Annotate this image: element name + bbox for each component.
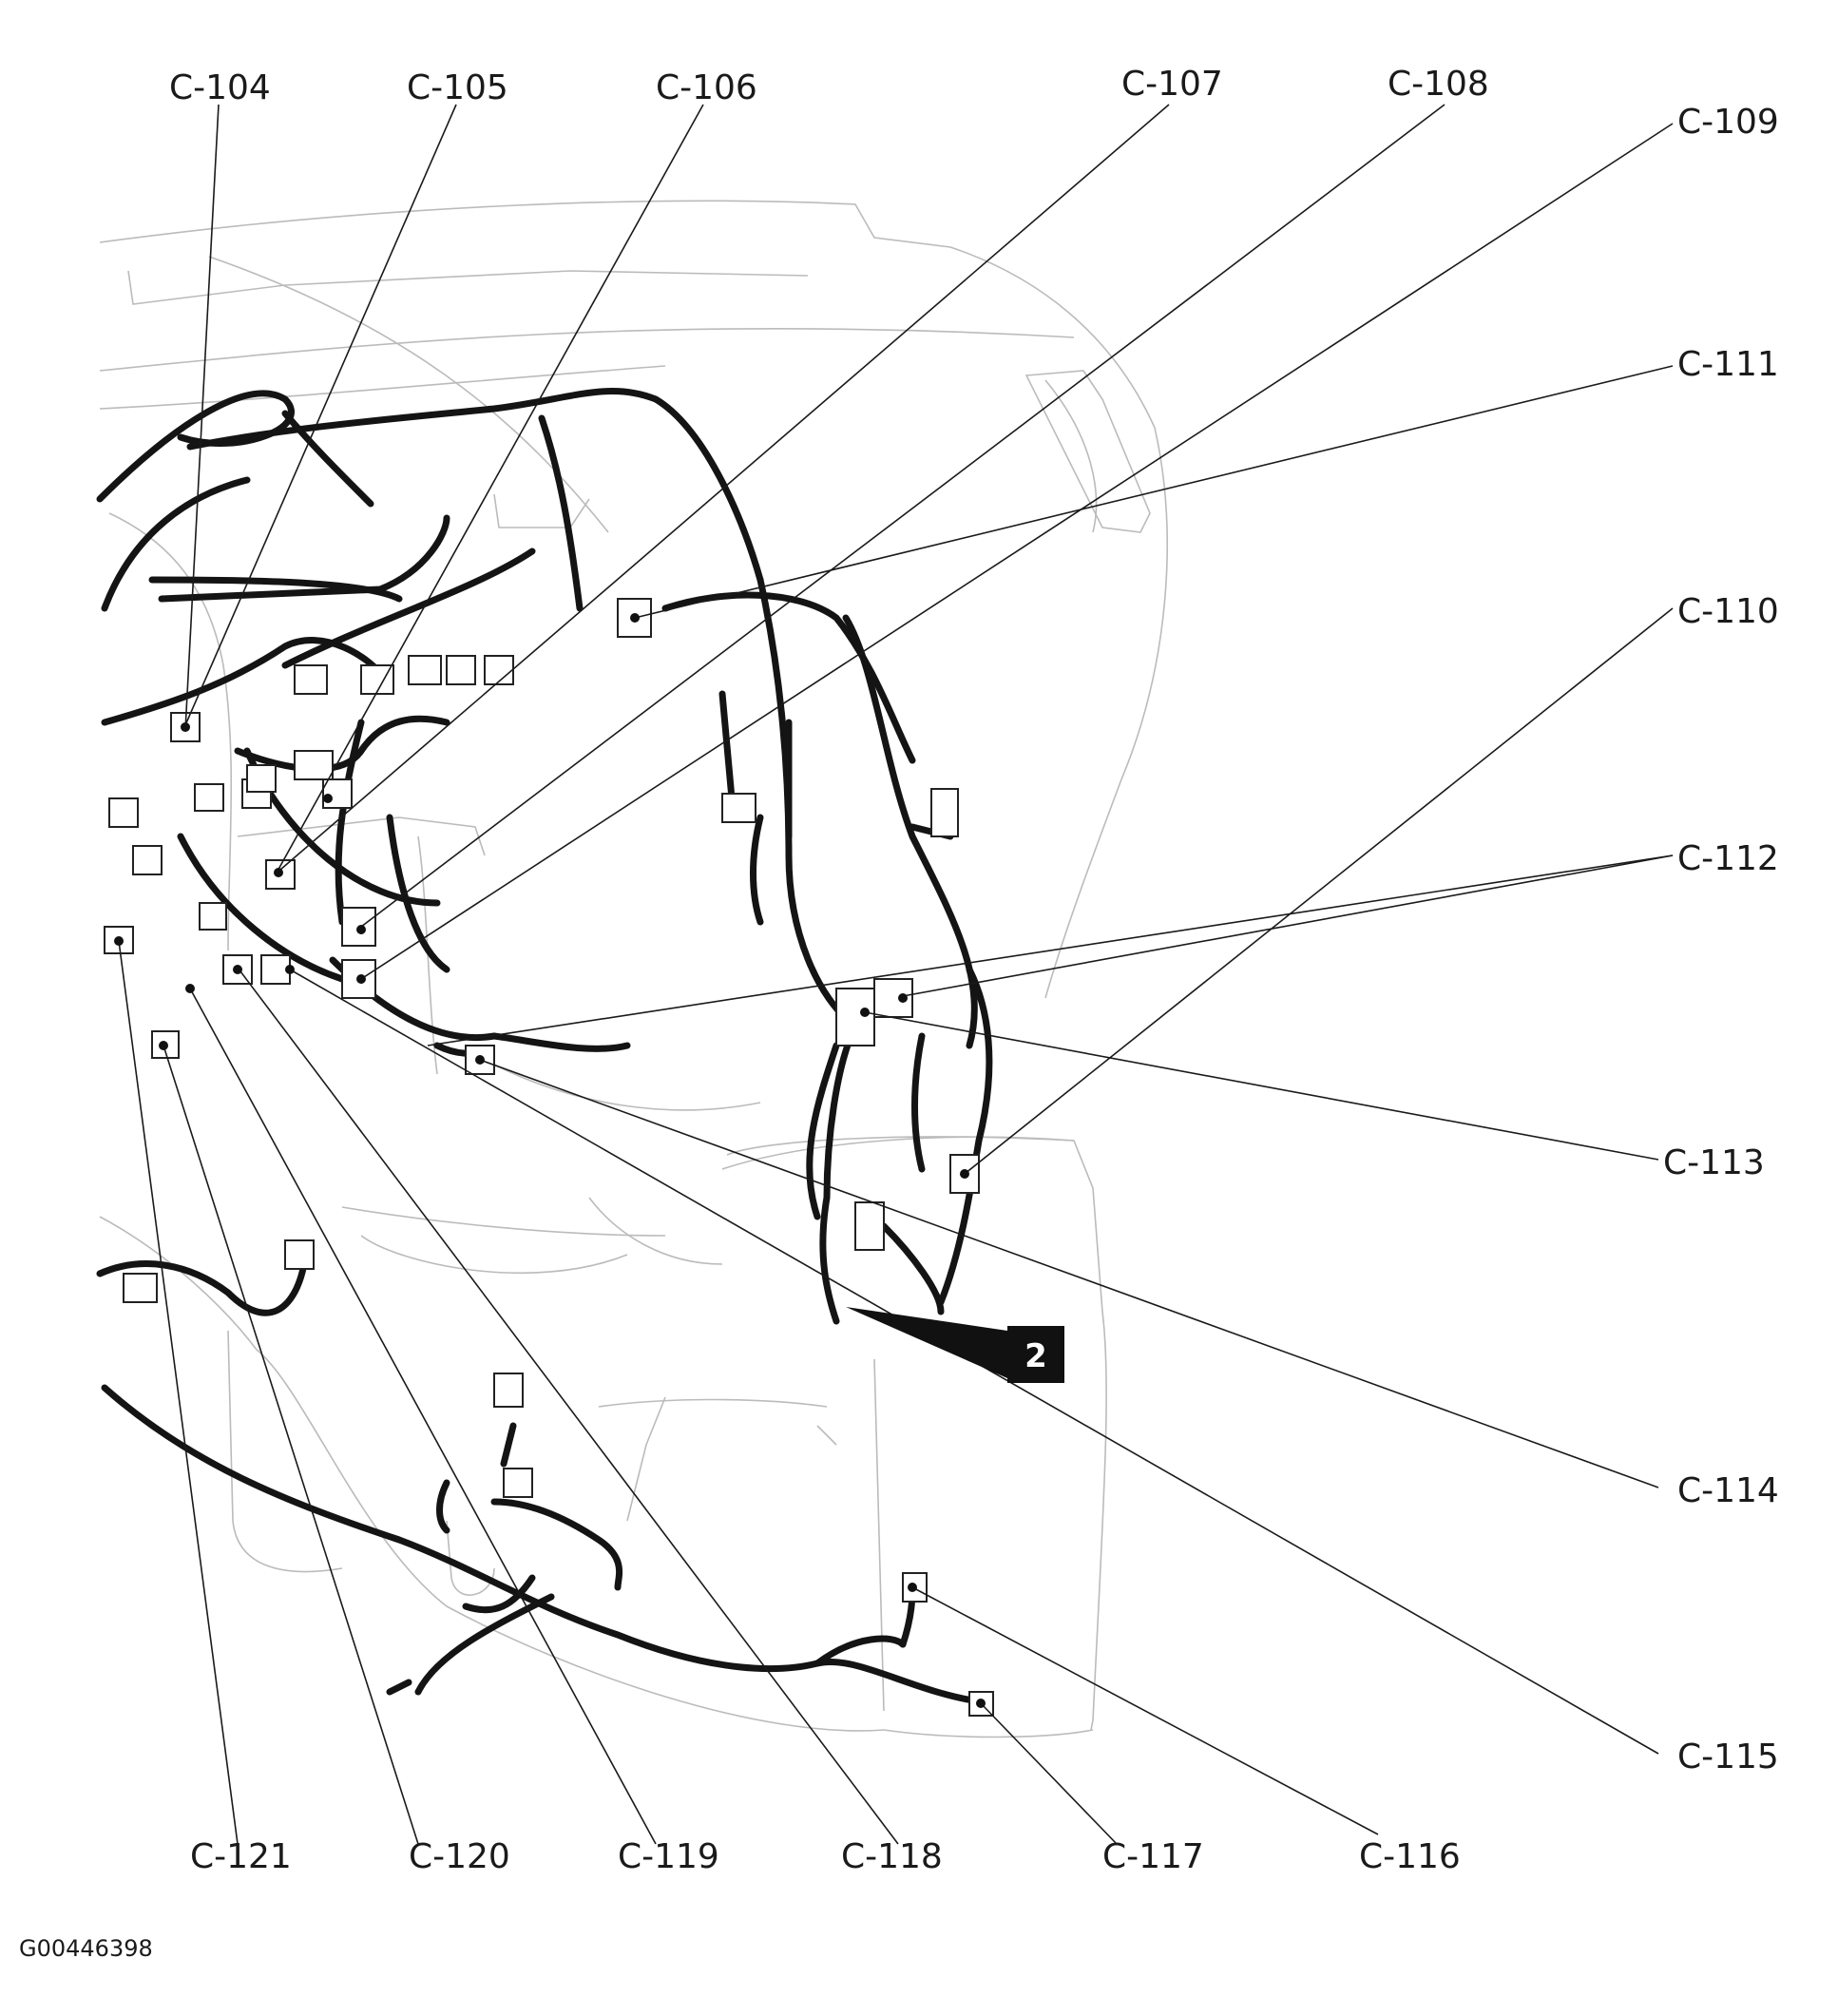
connector — [199, 902, 227, 931]
connector — [930, 788, 959, 837]
callout-c119: C-119 — [618, 1837, 719, 1876]
callout-c113: C-113 — [1663, 1143, 1765, 1182]
callout-c118: C-118 — [841, 1837, 943, 1876]
connector — [493, 1373, 524, 1408]
connector — [408, 655, 442, 685]
connector — [246, 764, 277, 793]
connector — [835, 988, 875, 1046]
callout-c105: C-105 — [407, 68, 508, 107]
callout-c114: C-114 — [1677, 1471, 1779, 1510]
callout-c116: C-116 — [1359, 1837, 1461, 1876]
callout-labels: C-104 C-105 C-106 C-107 C-108 C-109 C-11… — [169, 65, 1779, 1876]
callout-c115: C-115 — [1677, 1738, 1779, 1776]
callout-c109: C-109 — [1677, 103, 1779, 142]
connector — [194, 783, 224, 812]
view-badge-number: 2 — [1024, 1337, 1047, 1375]
connector — [503, 1468, 533, 1498]
callout-c107: C-107 — [1121, 65, 1223, 104]
connector — [446, 655, 476, 685]
callout-c121: C-121 — [190, 1837, 292, 1876]
connector — [341, 907, 376, 947]
callout-c104: C-104 — [169, 68, 271, 107]
callout-c117: C-117 — [1102, 1837, 1204, 1876]
connector — [322, 778, 353, 809]
view-badge: 2 — [846, 1307, 1064, 1383]
connector — [294, 750, 334, 780]
figure-code: G00446398 — [19, 1935, 153, 1962]
leader-dots — [114, 613, 986, 1708]
connector — [108, 797, 139, 828]
leader-lines — [118, 104, 1674, 1845]
connector — [123, 1273, 158, 1303]
vehicle-outline — [99, 200, 1168, 1738]
callout-c111: C-111 — [1677, 345, 1779, 384]
connector — [294, 664, 328, 695]
connector — [284, 1239, 315, 1270]
callout-c108: C-108 — [1388, 65, 1489, 104]
callout-c110: C-110 — [1677, 592, 1779, 631]
connector — [721, 793, 756, 823]
connector — [854, 1201, 885, 1251]
connector — [132, 845, 163, 875]
callout-c106: C-106 — [656, 68, 757, 107]
connector — [360, 664, 394, 695]
callout-c120: C-120 — [409, 1837, 510, 1876]
connectors — [104, 598, 994, 1717]
connector — [484, 655, 514, 685]
callout-c112: C-112 — [1677, 839, 1779, 878]
